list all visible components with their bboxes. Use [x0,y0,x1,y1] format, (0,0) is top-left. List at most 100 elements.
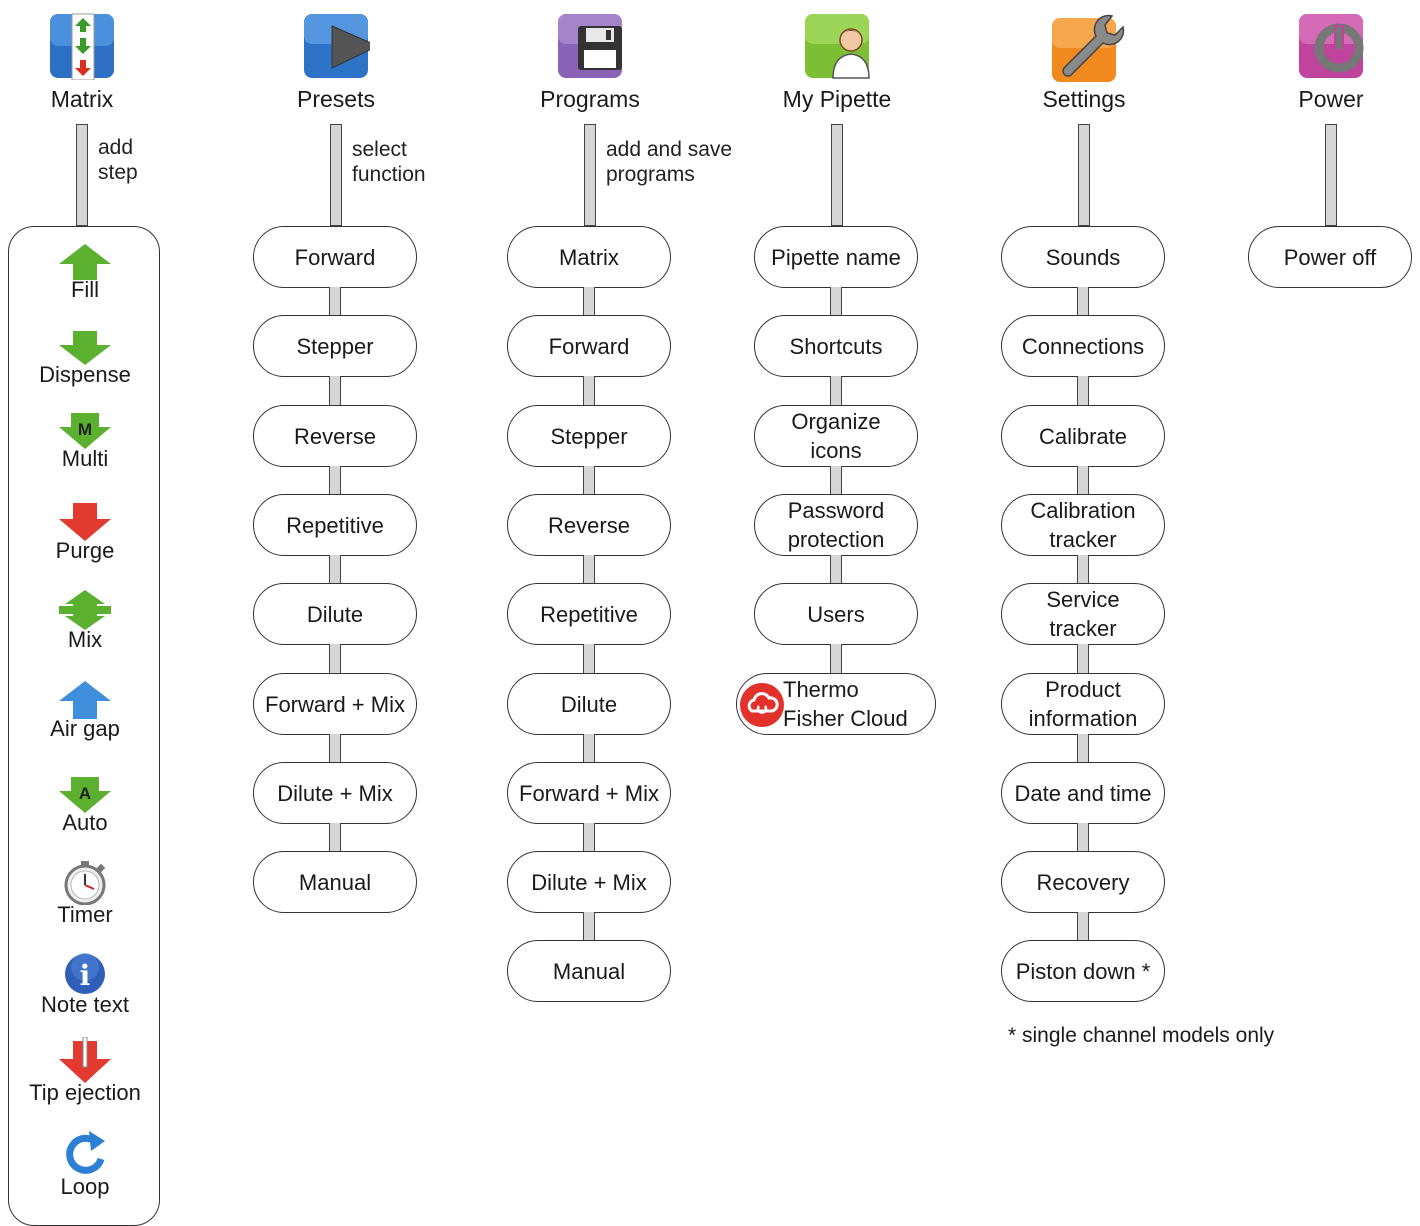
blue-up-arrow-icon [59,681,111,719]
settings-node-service-tracker[interactable]: Service tracker [1001,583,1165,645]
matrix-step-loop[interactable]: Loop [9,1129,161,1199]
power-node-power-off[interactable]: Power off [1248,226,1412,288]
wrench-icon[interactable] [1050,12,1125,82]
matrix-step-label: Timer [57,902,113,927]
mypipette-connector [830,644,842,674]
settings-node-date-and-time[interactable]: Date and time [1001,762,1165,824]
settings-node-piston-down[interactable]: Piston down * [1001,940,1165,1002]
programs-node-forward[interactable]: Forward [507,315,671,377]
matrix-step-auto[interactable]: A Auto [9,777,161,835]
mypipette-connector [830,376,842,406]
settings-node-product-information[interactable]: Product information [1001,673,1165,735]
presets-connector [329,466,341,495]
settings-node-calibration-tracker[interactable]: Calibration tracker [1001,494,1165,556]
matrix-step-air-gap[interactable]: Air gap [9,679,161,741]
settings-connector [1077,376,1089,406]
cloud-node-label: Thermo Fisher Cloud [783,677,908,731]
mypipette-node-shortcuts[interactable]: Shortcuts [754,315,918,377]
settings-connector [1077,466,1089,495]
programs-note: add and save programs [606,138,733,186]
power-column-label[interactable]: Power [1298,86,1364,112]
matrix-step-purge[interactable]: Purge [9,503,161,563]
programs-column-label[interactable]: Programs [540,86,640,112]
matrix-step-mix[interactable]: Mix [9,590,161,652]
footnote: * single channel models only [1008,1024,1275,1047]
matrix-step-label: Air gap [50,716,120,741]
presets-node-dilute-mix[interactable]: Dilute + Mix [253,762,417,824]
programs-node-matrix[interactable]: Matrix [507,226,671,288]
programs-stem [584,124,596,226]
green-down-arrow-icon [59,331,111,365]
presets-connector [329,287,341,316]
matrix-step-multi[interactable]: M Multi [9,413,161,471]
stopwatch-icon [64,861,106,905]
matrix-step-note-text[interactable]: i Note text [9,953,161,1017]
presets-node-repetitive[interactable]: Repetitive [253,494,417,556]
programs-node-repetitive[interactable]: Repetitive [507,583,671,645]
matrix-step-timer[interactable]: Timer [9,861,161,927]
programs-node-forward-mix[interactable]: Forward + Mix [507,762,671,824]
matrix-step-tip-ejection[interactable]: Tip ejection [9,1037,161,1105]
presets-node-reverse[interactable]: Reverse [253,405,417,467]
mix-icon [59,590,111,630]
presets-stem [330,124,342,226]
presets-node-forward[interactable]: Forward [253,226,417,288]
matrix-column-label[interactable]: Matrix [50,86,114,112]
settings-column-label[interactable]: Settings [1042,86,1126,112]
settings-node-sounds[interactable]: Sounds [1001,226,1165,288]
settings-node-recovery[interactable]: Recovery [1001,851,1165,913]
play-icon[interactable] [302,12,380,80]
programs-connector [583,555,595,584]
matrix-steps-panel: Fill Dispense M Multi Purge Mix Air g [8,226,160,1226]
mypipette-node-thermo-fisher-cloud[interactable]: Thermo Fisher Cloud [736,673,936,735]
programs-node-reverse[interactable]: Reverse [507,494,671,556]
presets-connector [329,823,341,852]
matrix-step-dispense[interactable]: Dispense [9,331,161,387]
programs-node-stepper[interactable]: Stepper [507,405,671,467]
green-up-arrow-icon [59,244,111,280]
power-stem [1325,124,1337,226]
tip-ejection-icon [59,1037,111,1083]
programs-node-manual[interactable]: Manual [507,940,671,1002]
presets-node-forward-mix[interactable]: Forward + Mix [253,673,417,735]
matrix-step-label: Loop [60,1174,110,1199]
user-icon[interactable] [803,12,871,80]
presets-connector [329,644,341,674]
settings-node-calibrate[interactable]: Calibrate [1001,405,1165,467]
power-icon[interactable] [1297,12,1365,80]
settings-connector [1077,555,1089,584]
auto-icon: A [59,777,111,813]
svg-text:i: i [80,959,91,992]
matrix-step-label: Tip ejection [29,1080,141,1105]
mypipette-connector [830,466,842,495]
programs-node-dilute[interactable]: Dilute [507,673,671,735]
presets-node-stepper[interactable]: Stepper [253,315,417,377]
mypipette-node-users[interactable]: Users [754,583,918,645]
settings-connector [1077,734,1089,763]
mypipette-column-label[interactable]: My Pipette [782,86,892,112]
mypipette-connector [830,287,842,316]
matrix-step-fill[interactable]: Fill [9,242,161,302]
floppy-disk-icon[interactable] [556,12,624,80]
presets-node-manual[interactable]: Manual [253,851,417,913]
cloud-icon [739,682,785,728]
presets-node-dilute[interactable]: Dilute [253,583,417,645]
matrix-step-label: Auto [62,810,108,835]
loop-icon [66,1131,105,1174]
programs-connector [583,287,595,316]
programs-node-dilute-mix[interactable]: Dilute + Mix [507,851,671,913]
settings-connector [1077,912,1089,941]
mypipette-node-pipette-name[interactable]: Pipette name [754,226,918,288]
mypipette-node-password-protection[interactable]: Password protection [754,494,918,556]
mypipette-stem [831,124,843,226]
info-icon: i [65,953,105,994]
presets-column-label[interactable]: Presets [297,86,375,112]
mypipette-node-organize-icons[interactable]: Organize icons [754,405,918,467]
programs-connector [583,823,595,852]
matrix-arrows-icon[interactable] [48,12,116,81]
settings-node-connections[interactable]: Connections [1001,315,1165,377]
settings-stem [1078,124,1090,226]
matrix-step-label: Fill [70,277,100,302]
multi-dispense-icon: M [59,413,111,449]
matrix-step-label: Mix [67,627,103,652]
